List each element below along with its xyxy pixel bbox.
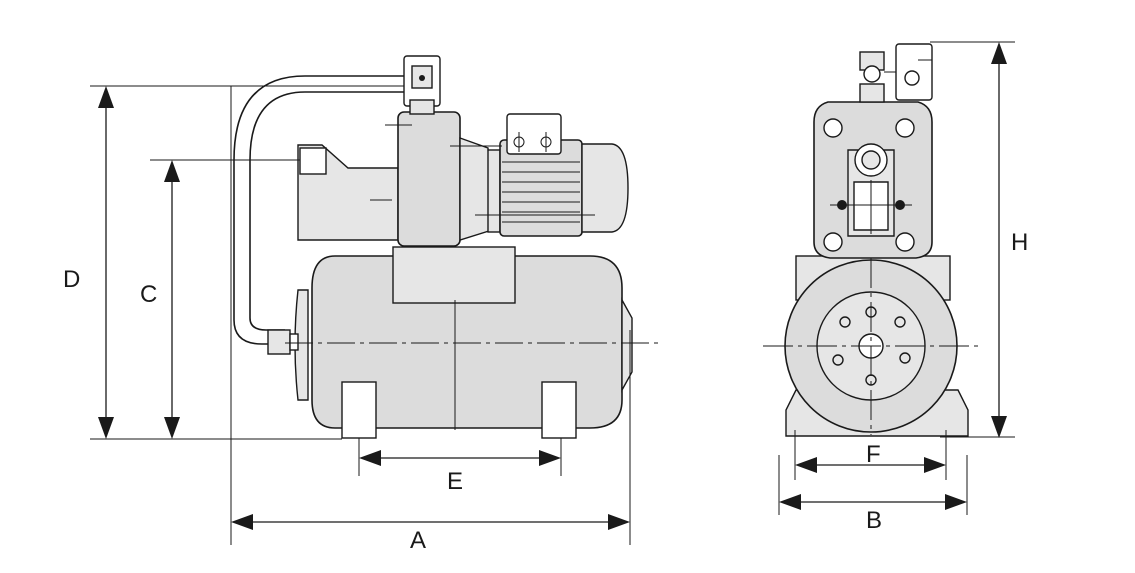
- label-d: D: [63, 266, 80, 293]
- label-f: F: [866, 441, 881, 468]
- tank-foot-left: [341, 381, 377, 439]
- motor-end-cap: [581, 143, 629, 233]
- pump-housing: [397, 111, 461, 247]
- side-view: [233, 55, 662, 439]
- tank-foot-right: [541, 381, 577, 439]
- label-c: C: [140, 281, 157, 308]
- label-e: E: [447, 468, 463, 495]
- hose-pipe: [233, 75, 404, 345]
- front-view: [763, 43, 978, 437]
- pump-inlet-port: [299, 147, 327, 175]
- label-h: H: [1011, 229, 1028, 256]
- side-view-dimensions: [90, 85, 631, 545]
- label-a: A: [410, 527, 426, 554]
- pump-base-block: [392, 246, 516, 304]
- front-view-dimensions: [778, 41, 1015, 515]
- hose-fitting: [267, 329, 291, 355]
- terminal-box: [506, 113, 562, 155]
- label-b: B: [866, 507, 882, 534]
